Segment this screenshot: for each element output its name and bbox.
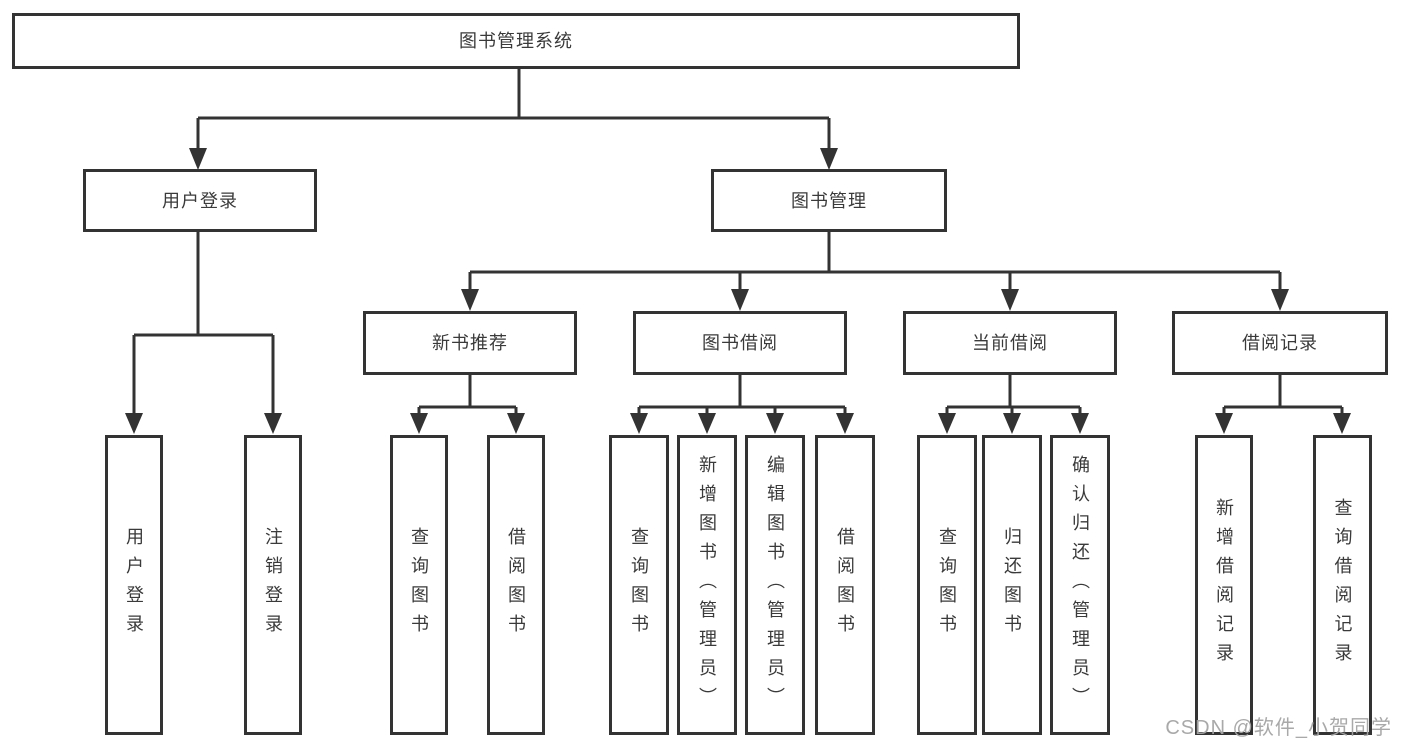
node-label: 用户登录 — [162, 190, 238, 211]
leaf-add-books-admin: 新增图书（管理员） — [677, 435, 737, 735]
node-current-borrow: 当前借阅 — [903, 311, 1117, 375]
leaf-label: 查询借阅记录 — [1332, 498, 1353, 672]
watermark: CSDN @软件_小贺同学 — [1165, 717, 1392, 739]
leaf-label: 新增借阅记录 — [1214, 498, 1234, 672]
connector-arrowheads — [125, 148, 1351, 434]
leaf-label: 注销登录 — [263, 527, 283, 643]
leaf-query-borrow-record: 查询借阅记录 — [1313, 435, 1372, 735]
leaf-borrow-books: 借阅图书 — [815, 435, 875, 735]
node-label: 借阅记录 — [1242, 333, 1318, 353]
leaf-query-books: 查询图书 — [917, 435, 977, 735]
leaf-user-login: 用户登录 — [105, 435, 163, 735]
leaf-query-books: 查询图书 — [390, 435, 448, 735]
leaf-borrow-books: 借阅图书 — [487, 435, 545, 735]
node-book-borrow: 图书借阅 — [633, 311, 847, 375]
leaf-label: 借阅图书 — [506, 527, 526, 643]
leaf-label: 查询图书 — [629, 527, 649, 643]
node-label: 图书借阅 — [702, 333, 778, 353]
leaf-label: 确认归还（管理员） — [1070, 454, 1090, 716]
leaf-label: 归还图书 — [1002, 527, 1022, 643]
node-label: 当前借阅 — [972, 333, 1048, 353]
node-library-management-system: 图书管理系统 — [12, 13, 1020, 69]
leaf-confirm-return-admin: 确认归还（管理员） — [1050, 435, 1110, 735]
node-label: 图书管理系统 — [459, 31, 573, 51]
leaf-label: 查询图书 — [937, 527, 957, 643]
leaf-return-books: 归还图书 — [982, 435, 1042, 735]
leaf-logout-login: 注销登录 — [244, 435, 302, 735]
node-label: 图书管理 — [791, 190, 867, 211]
node-borrow-records: 借阅记录 — [1172, 311, 1388, 375]
node-user-login-branch: 用户登录 — [83, 169, 317, 232]
leaf-edit-books-admin: 编辑图书（管理员） — [745, 435, 805, 735]
node-new-book-recommend: 新书推荐 — [363, 311, 577, 375]
node-label: 新书推荐 — [432, 333, 508, 353]
leaf-label: 用户登录 — [124, 527, 144, 643]
leaf-label: 查询图书 — [409, 527, 429, 643]
leaf-label: 新增图书（管理员） — [697, 454, 717, 716]
leaf-query-books: 查询图书 — [609, 435, 669, 735]
node-book-management-branch: 图书管理 — [711, 169, 947, 232]
leaf-label: 借阅图书 — [835, 527, 855, 643]
leaf-label: 编辑图书（管理员） — [765, 454, 785, 716]
leaf-add-borrow-record: 新增借阅记录 — [1195, 435, 1253, 735]
